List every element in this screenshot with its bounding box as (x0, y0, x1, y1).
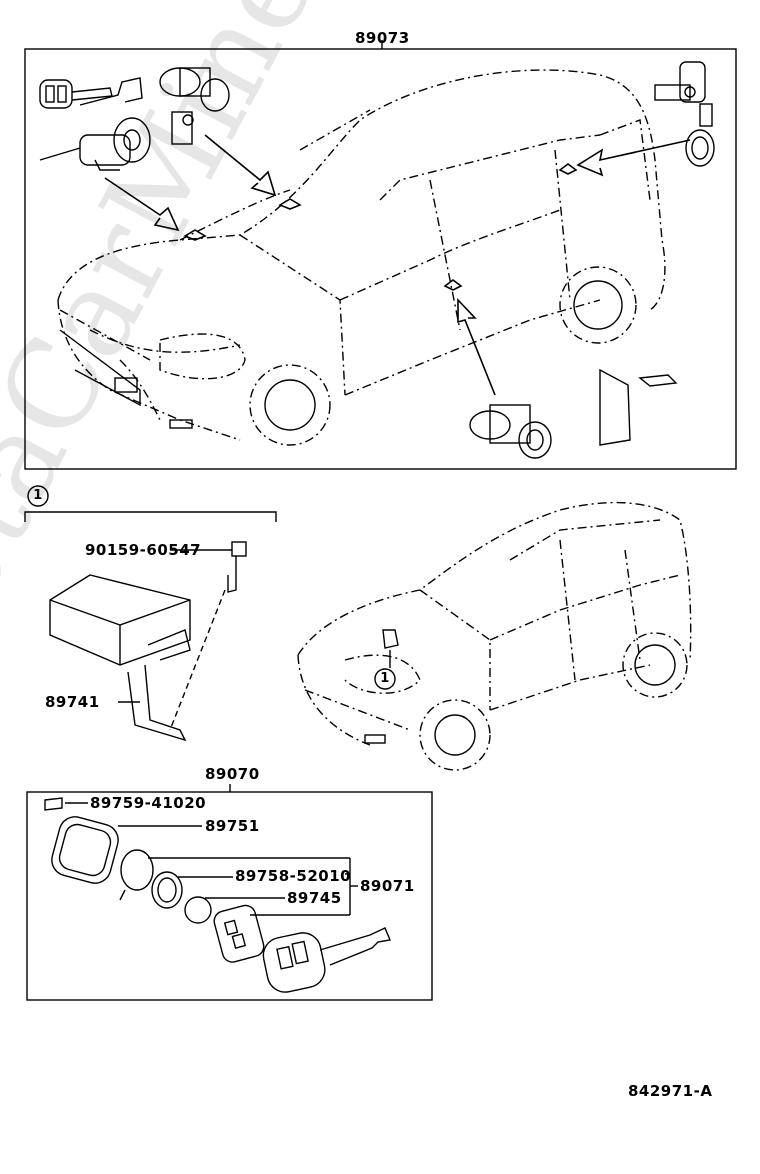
callout-number: 1 (33, 488, 43, 503)
screw (44, 797, 88, 811)
label-battery: 89745 (287, 889, 342, 907)
callout-bracket (24, 511, 277, 522)
key-remote (262, 927, 391, 993)
callout-circle-car (374, 668, 396, 690)
ignition-cylinder (39, 117, 151, 171)
callout-number-car: 1 (380, 671, 390, 686)
top-kit-frame (24, 48, 737, 470)
middle-car-wheels (364, 632, 688, 771)
ecu-unit (49, 574, 226, 742)
battery-ring (151, 871, 233, 909)
key-case (51, 816, 202, 884)
key-cover (119, 849, 350, 901)
callout-circle (27, 485, 49, 507)
label-set: 89071 (360, 877, 415, 895)
label-top-kit: 89073 (355, 29, 410, 47)
door-lock-cylinder-bottom (469, 404, 552, 459)
label-screw: 89759-41020 (90, 794, 207, 812)
battery (184, 896, 285, 924)
label-ecu: 89741 (45, 693, 100, 711)
label-bolt: 90159-60547 (85, 541, 202, 559)
top-car-outline (57, 69, 666, 441)
figure-id: 842971-A (628, 1082, 713, 1100)
bolt (170, 541, 247, 593)
rear-door-lock (654, 61, 715, 167)
parts-diagram (24, 40, 737, 1001)
label-cover: 89758-52010 (235, 867, 352, 885)
top-car-wheels (59, 266, 637, 446)
arrows-top (104, 134, 691, 396)
door-lock-cylinder-top (159, 67, 230, 145)
ecu-location-mark (382, 629, 399, 649)
middle-car-outline (297, 501, 692, 746)
label-bottom-kit: 89070 (205, 765, 260, 783)
transmitter (213, 904, 265, 963)
set-bracket (250, 858, 358, 916)
key-top-left (39, 77, 143, 109)
label-case: 89751 (205, 817, 260, 835)
transponder-parts (599, 368, 678, 446)
